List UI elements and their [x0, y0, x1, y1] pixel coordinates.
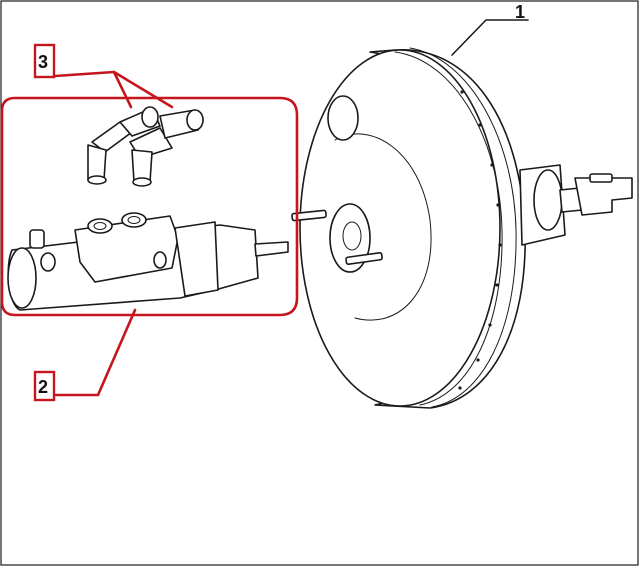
highlight-box: [0, 96, 299, 317]
callout-2: 2: [33, 308, 137, 402]
hose-fittings: [87, 106, 204, 187]
callout-3-box: [33, 43, 56, 79]
callout-1-label: 1: [515, 2, 525, 22]
master-cylinder: [7, 212, 289, 311]
callout-3: 3: [33, 43, 174, 109]
brake-booster: [291, 47, 633, 409]
callout-1: 1: [451, 2, 529, 56]
callout-2-box: [33, 370, 56, 402]
callout-2-label: 2: [38, 377, 48, 397]
callout-3-label: 3: [38, 52, 48, 72]
